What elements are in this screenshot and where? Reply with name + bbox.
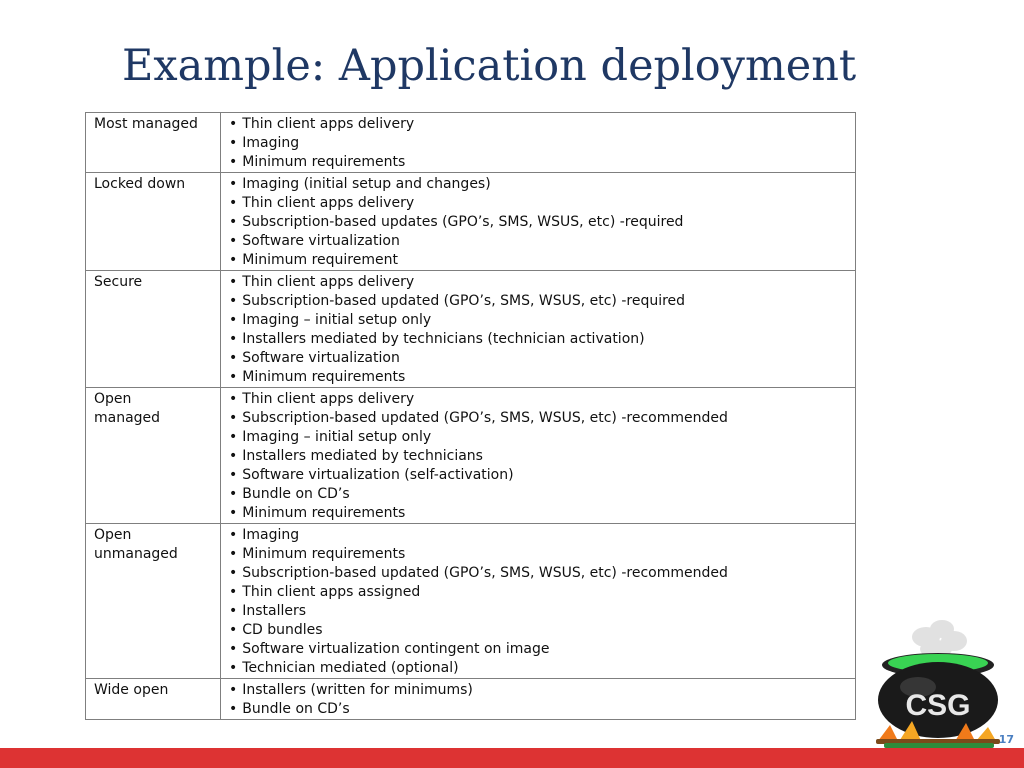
item-list: Thin client apps delivery Subscription-b… <box>229 273 847 387</box>
item-list: Imaging Minimum requirements Subscriptio… <box>229 526 847 678</box>
list-item: Software virtualization <box>229 232 847 251</box>
list-item: Subscription-based updated (GPO’s, SMS, … <box>229 292 847 311</box>
list-item: Subscription-based updated (GPO’s, SMS, … <box>229 564 847 583</box>
level-label: Open managed <box>94 391 161 426</box>
item-list: Imaging (initial setup and changes) Thin… <box>229 175 847 270</box>
steam-icon <box>912 620 967 658</box>
list-item: Thin client apps delivery <box>229 390 847 409</box>
level-label: Secure <box>94 274 143 290</box>
level-label: Open unmanaged <box>94 527 178 562</box>
item-list: Thin client apps delivery Imaging Minimu… <box>229 115 847 172</box>
slide-title: Example: Application deployment <box>122 41 857 91</box>
items-cell: Installers (written for minimums) Bundle… <box>220 678 856 720</box>
list-item: Imaging – initial setup only <box>229 311 847 330</box>
items-cell: Thin client apps delivery Imaging Minimu… <box>220 112 856 173</box>
list-item: Minimum requirements <box>229 504 847 523</box>
item-list: Thin client apps delivery Subscription-b… <box>229 390 847 523</box>
level-cell: Locked down <box>85 172 221 271</box>
list-item: Thin client apps assigned <box>229 583 847 602</box>
page-number: 17 <box>998 733 1014 746</box>
list-item: Thin client apps delivery <box>229 194 847 213</box>
list-item: Subscription-based updated (GPO’s, SMS, … <box>229 409 847 428</box>
table-row: Open managed Thin client apps delivery S… <box>85 387 856 524</box>
list-item: Minimum requirement <box>229 251 847 270</box>
deployment-table: Most managed Thin client apps delivery I… <box>85 112 856 720</box>
table-row: Locked down Imaging (initial setup and c… <box>85 172 856 271</box>
list-item: Minimum requirements <box>229 153 847 172</box>
list-item: Software virtualization <box>229 349 847 368</box>
level-label: Wide open <box>94 682 169 698</box>
level-cell: Secure <box>85 270 221 388</box>
list-item: Subscription-based updates (GPO’s, SMS, … <box>229 213 847 232</box>
table-row: Open unmanaged Imaging Minimum requireme… <box>85 523 856 679</box>
level-cell: Wide open <box>85 678 221 720</box>
list-item: Bundle on CD’s <box>229 700 847 719</box>
level-label: Most managed <box>94 116 198 132</box>
list-item: Installers <box>229 602 847 621</box>
list-item: Software virtualization (self-activation… <box>229 466 847 485</box>
logo-text: CSG <box>905 689 970 722</box>
list-item: Imaging – initial setup only <box>229 428 847 447</box>
csg-cauldron-logo: CSG <box>876 620 1000 748</box>
table-row: Wide open Installers (written for minimu… <box>85 678 856 720</box>
list-item: Bundle on CD’s <box>229 485 847 504</box>
list-item: Thin client apps delivery <box>229 273 847 292</box>
table-row: Most managed Thin client apps delivery I… <box>85 112 856 173</box>
list-item: Technician mediated (optional) <box>229 659 847 678</box>
list-item: Imaging <box>229 134 847 153</box>
list-item: Imaging <box>229 526 847 545</box>
list-item: CD bundles <box>229 621 847 640</box>
table-row: Secure Thin client apps delivery Subscri… <box>85 270 856 388</box>
level-label: Locked down <box>94 176 186 192</box>
list-item: Minimum requirements <box>229 545 847 564</box>
level-cell: Open managed <box>85 387 221 524</box>
level-cell: Most managed <box>85 112 221 173</box>
list-item: Thin client apps delivery <box>229 115 847 134</box>
item-list: Installers (written for minimums) Bundle… <box>229 681 847 719</box>
list-item: Installers mediated by technicians <box>229 447 847 466</box>
items-cell: Imaging (initial setup and changes) Thin… <box>220 172 856 271</box>
list-item: Minimum requirements <box>229 368 847 387</box>
cauldron-highlight <box>900 677 936 697</box>
level-cell: Open unmanaged <box>85 523 221 679</box>
items-cell: Imaging Minimum requirements Subscriptio… <box>220 523 856 679</box>
items-cell: Thin client apps delivery Subscription-b… <box>220 270 856 388</box>
list-item: Installers (written for minimums) <box>229 681 847 700</box>
items-cell: Thin client apps delivery Subscription-b… <box>220 387 856 524</box>
list-item: Software virtualization contingent on im… <box>229 640 847 659</box>
list-item: Imaging (initial setup and changes) <box>229 175 847 194</box>
footer-bar <box>0 748 1024 768</box>
list-item: Installers mediated by technicians (tech… <box>229 330 847 349</box>
fire-icon <box>876 721 1000 748</box>
